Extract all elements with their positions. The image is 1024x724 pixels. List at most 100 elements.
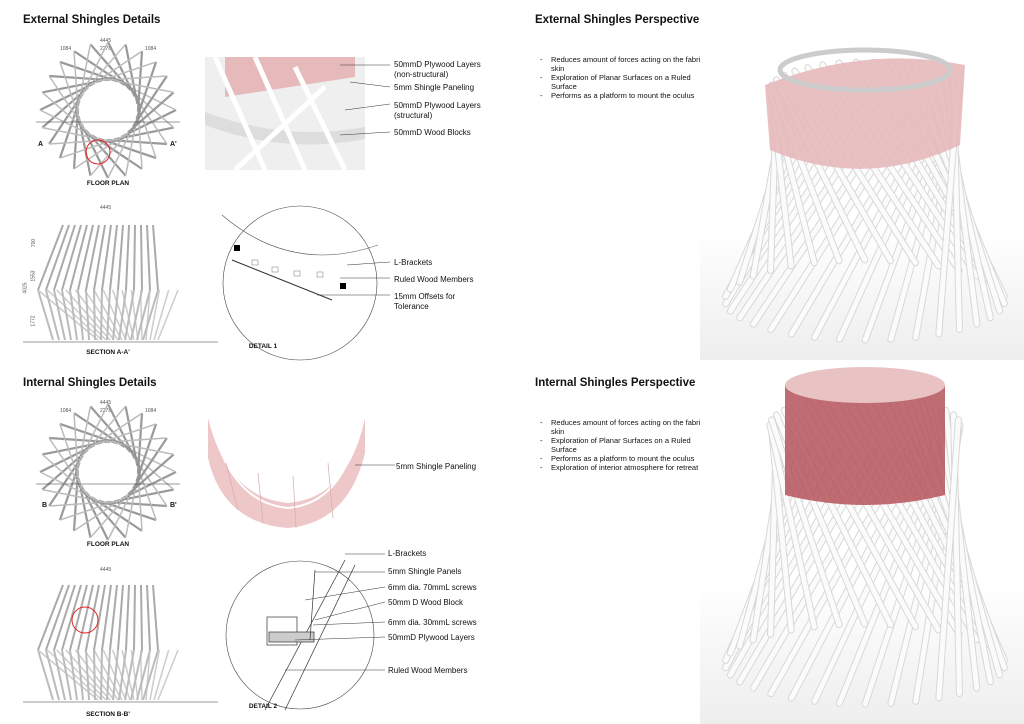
section-member	[37, 649, 54, 701]
bullet: Performs as a platform to mount the ocul…	[535, 91, 715, 100]
external-title: External Shingles Details	[23, 14, 161, 26]
section-member	[100, 649, 103, 701]
callout-plywood-layers: 50mmD Plywood Layers	[388, 633, 475, 642]
dim-h1: 700	[31, 238, 38, 248]
plan-member	[41, 91, 89, 133]
dim-right: 1084	[145, 46, 157, 52]
section-a	[23, 224, 218, 343]
section-member	[145, 289, 151, 341]
internal-title: Internal Shingles Details	[23, 377, 157, 389]
section-member	[61, 224, 82, 291]
section-mark-b: B	[42, 502, 48, 509]
floor-plan-caption: FLOOR PLAN	[86, 180, 130, 187]
floor-plan-internal	[36, 403, 180, 541]
section-member	[93, 224, 106, 291]
plan-member	[48, 437, 84, 489]
section-member	[45, 584, 70, 651]
highlight-circle	[85, 139, 111, 165]
section-member	[133, 224, 136, 291]
section-member	[45, 649, 60, 701]
section-member	[153, 289, 170, 341]
section-member	[145, 649, 151, 701]
section-member	[136, 649, 151, 701]
detail-1-drawing	[221, 205, 391, 361]
plan-member	[114, 79, 174, 94]
internal-bullets: Reduces amount of forces acting on the f…	[535, 418, 715, 472]
section-caption: SECTION B-B'	[86, 711, 130, 718]
floor-plan-external	[36, 41, 180, 179]
dim-total: 4445	[100, 38, 112, 44]
detail-2-drawing	[225, 553, 386, 711]
bullet: Exploration of Planar Surfaces on a Rule…	[535, 73, 715, 91]
section-member	[69, 584, 88, 651]
section-b	[23, 584, 218, 703]
shingle-skin	[785, 375, 945, 505]
internal-perspective-title: Internal Shingles Perspective	[535, 377, 696, 389]
section-member	[69, 224, 88, 291]
callout-wood-block: 50mm D Wood Block	[388, 598, 463, 607]
plan-member	[80, 41, 109, 97]
section-member	[125, 224, 130, 291]
section-member	[53, 289, 66, 341]
plan-member	[41, 453, 89, 495]
plan-member	[135, 423, 158, 482]
plan-member	[59, 499, 118, 521]
section-member	[93, 289, 96, 341]
section-member	[45, 289, 60, 341]
section-member	[69, 649, 78, 701]
section-member	[149, 649, 161, 701]
dim-right: 1084	[145, 408, 157, 414]
section-member	[61, 649, 72, 701]
section-member	[101, 584, 112, 651]
section-member	[142, 649, 159, 701]
section-member	[53, 224, 76, 291]
plan-member	[85, 43, 127, 91]
section-width: 4445	[100, 567, 112, 573]
shingle-skin	[765, 58, 965, 169]
dim-mid: 2278	[100, 408, 112, 414]
callout-offsets: 15mm Offsets for Tolerance	[394, 292, 456, 311]
section-member	[109, 224, 118, 291]
section-mark-b-prime: B'	[170, 502, 177, 509]
plan-member	[59, 137, 118, 159]
plan-member	[42, 488, 102, 503]
section-member	[124, 289, 135, 341]
internal-perspective-render	[700, 365, 1024, 724]
section-member	[37, 289, 54, 341]
dim-left: 1084	[60, 408, 72, 414]
section-member	[133, 584, 136, 651]
section-member	[106, 289, 111, 341]
plan-member	[124, 406, 139, 466]
callout-l-brackets: L-Brackets	[388, 549, 427, 558]
section-member	[157, 649, 179, 701]
plan-member	[48, 75, 84, 127]
floor-plan-caption: FLOOR PLAN	[86, 541, 130, 548]
callout-plywood-structural: 50mmD Plywood Layers (structural)	[394, 101, 481, 120]
detail-1-caption: DETAIL 1	[248, 343, 278, 350]
detail-render-external	[205, 57, 365, 170]
section-member	[152, 224, 159, 291]
section-member	[53, 649, 66, 701]
section-member	[93, 584, 106, 651]
plan-member	[77, 406, 92, 466]
section-member	[140, 584, 143, 651]
section-member	[69, 289, 78, 341]
section-member	[77, 584, 94, 651]
section-member	[130, 649, 143, 701]
highlight-circle	[71, 606, 99, 634]
external-bullets: Reduces amount of forces acting on the f…	[535, 55, 715, 100]
section-member	[93, 649, 96, 701]
callout-shingle-panels: 5mm Shingle Panels	[388, 567, 462, 576]
dim-h2: 1553	[30, 270, 37, 282]
section-member	[37, 224, 64, 291]
external-perspective-title: External Shingles Perspective	[535, 14, 700, 26]
plan-member	[124, 44, 139, 104]
dim-total-h: 4025	[22, 282, 29, 294]
section-member	[149, 289, 161, 341]
section-member	[117, 584, 124, 651]
section-member	[100, 289, 103, 341]
callout-l-brackets: L-Brackets	[394, 258, 433, 267]
section-member	[53, 584, 76, 651]
callout-70mm-screws: 6mm dia. 70mmL screws	[388, 583, 477, 592]
section-member	[106, 649, 111, 701]
